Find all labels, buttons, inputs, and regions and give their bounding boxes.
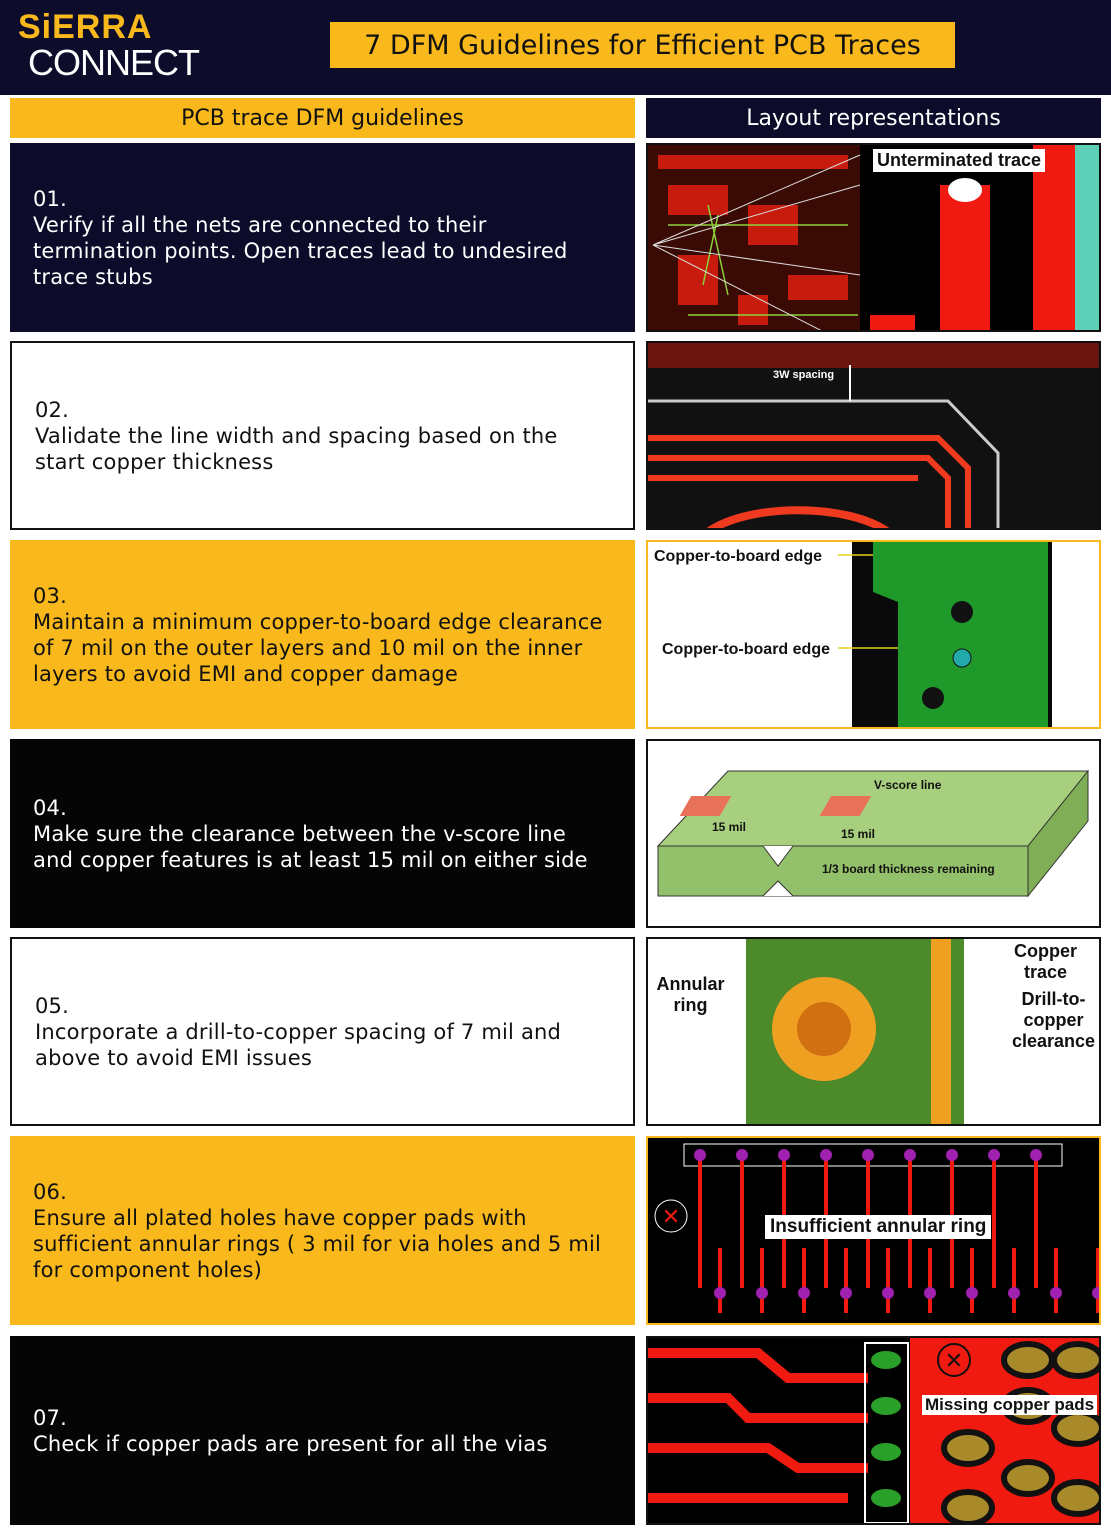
- svg-text:✕: ✕: [945, 1349, 963, 1374]
- label-annular-ring: Annular ring: [656, 974, 725, 1015]
- layout-image-02: 3W spacing: [646, 341, 1101, 530]
- guideline-number: 02.: [35, 397, 69, 422]
- layout-image-07: ✕ Missing copper pads: [646, 1336, 1101, 1525]
- column-header-guidelines: PCB trace DFM guidelines: [10, 98, 635, 138]
- guideline-02: 02. Validate the line width and spacing …: [10, 341, 635, 530]
- guideline-number: 03.: [33, 583, 67, 608]
- via-pad: [756, 1287, 768, 1299]
- copper-pad: [1001, 1459, 1055, 1497]
- guideline-text: Make sure the clearance between the v-sc…: [33, 821, 588, 872]
- guideline-number: 07.: [33, 1405, 67, 1430]
- via-pad: [798, 1287, 810, 1299]
- guideline-text: Maintain a minimum copper-to-board edge …: [33, 609, 603, 686]
- via-without-pad: [871, 1443, 901, 1461]
- column-header-layout: Layout representations: [646, 98, 1101, 138]
- via-pad: [882, 1287, 894, 1299]
- label-unterminated-trace: Unterminated trace: [873, 149, 1046, 172]
- label-15-mil-left: 15 mil: [712, 820, 747, 834]
- label-copper-trace: Copper trace: [1014, 941, 1077, 982]
- via-pad: [924, 1287, 936, 1299]
- layout-image-06: ✕ Insufficient annular ring: [646, 1136, 1101, 1325]
- line-spacing-illustration: [648, 343, 1099, 528]
- layout-image-03: Copper-to-board edge Copper-to-board edg…: [646, 540, 1101, 729]
- via-pad: [820, 1149, 832, 1161]
- copper-pad: [1051, 1409, 1099, 1447]
- guideline-text: Validate the line width and spacing base…: [35, 423, 558, 474]
- guideline-text: Ensure all plated holes have copper pads…: [33, 1205, 602, 1282]
- header: SiERRA CONNECT 7 DFM Guidelines for Effi…: [0, 0, 1111, 95]
- layout-image-05: Annular ring Copper trace Drill-to-coppe…: [646, 937, 1101, 1126]
- label-insufficient-annular-ring: Insufficient annular ring: [765, 1215, 992, 1239]
- layout-image-04: V-score line 15 mil 15 mil 1/3 board thi…: [646, 739, 1101, 928]
- via-pad: [904, 1149, 916, 1161]
- copper-pad: [1001, 1341, 1055, 1379]
- copper-pad: [1051, 1479, 1099, 1517]
- plated-holes-illustration: ✕: [654, 1143, 1099, 1313]
- guideline-number: 01.: [33, 186, 67, 211]
- guideline-01: 01. Verify if all the nets are connected…: [10, 143, 635, 332]
- annular-ring-illustration: [746, 939, 964, 1124]
- via-pad: [736, 1149, 748, 1161]
- pcb-trace-illustration: [648, 145, 1099, 330]
- via-pad: [1092, 1287, 1099, 1299]
- label-copper-to-board-edge-1: Copper-to-board edge: [654, 548, 822, 565]
- guideline-05: 05. Incorporate a drill-to-copper spacin…: [10, 937, 635, 1126]
- via-pad: [694, 1149, 706, 1161]
- label-3w-spacing: 3W spacing: [773, 369, 835, 381]
- via-without-pad: [871, 1489, 901, 1507]
- via-pad: [1008, 1287, 1020, 1299]
- label-copper-to-board-edge-2: Copper-to-board edge: [662, 641, 830, 658]
- label-15-mil-right: 15 mil: [841, 827, 876, 841]
- label-missing-copper-pads: Missing copper pads: [922, 1395, 1098, 1415]
- via-pad: [988, 1149, 1000, 1161]
- label-drill-to-copper: Drill-to-copper clearance: [1011, 989, 1096, 1051]
- missing-pads-illustration: ✕: [648, 1338, 1099, 1523]
- via-without-pad: [871, 1397, 901, 1415]
- guideline-text: Incorporate a drill-to-copper spacing of…: [35, 1019, 562, 1070]
- via-pad: [840, 1287, 852, 1299]
- guideline-03: 03. Maintain a minimum copper-to-board e…: [10, 540, 635, 729]
- via-pad: [778, 1149, 790, 1161]
- via-pad: [714, 1287, 726, 1299]
- via-pad: [946, 1149, 958, 1161]
- copper-pad: [941, 1489, 995, 1523]
- guideline-06: 06. Ensure all plated holes have copper …: [10, 1136, 635, 1325]
- guideline-number: 05.: [35, 993, 69, 1018]
- copper-pad: [1051, 1341, 1099, 1379]
- layout-image-01: Unterminated trace: [646, 143, 1101, 332]
- guideline-07: 07. Check if copper pads are present for…: [10, 1336, 635, 1525]
- guideline-number: 04.: [33, 795, 67, 820]
- label-v-score-line: V-score line: [874, 778, 942, 792]
- guideline-text: Check if copper pads are present for all…: [33, 1431, 548, 1456]
- via-pad: [966, 1287, 978, 1299]
- board-edge-illustration: [838, 542, 1052, 727]
- logo-sierra: SiERRA: [18, 8, 153, 46]
- logo-connect: CONNECT: [28, 42, 200, 83]
- v-score-illustration: [656, 769, 1090, 898]
- page-title: 7 DFM Guidelines for Efficient PCB Trace…: [330, 22, 955, 68]
- via-pad: [862, 1149, 874, 1161]
- copper-pad: [941, 1429, 995, 1467]
- via-without-pad: [871, 1351, 901, 1369]
- guideline-number: 06.: [33, 1179, 67, 1204]
- via-pad: [1050, 1287, 1062, 1299]
- guideline-text: Verify if all the nets are connected to …: [33, 212, 568, 289]
- svg-text:✕: ✕: [662, 1205, 680, 1230]
- guideline-04: 04. Make sure the clearance between the …: [10, 739, 635, 928]
- label-board-thickness: 1/3 board thickness remaining: [822, 862, 995, 876]
- via-pad: [1030, 1149, 1042, 1161]
